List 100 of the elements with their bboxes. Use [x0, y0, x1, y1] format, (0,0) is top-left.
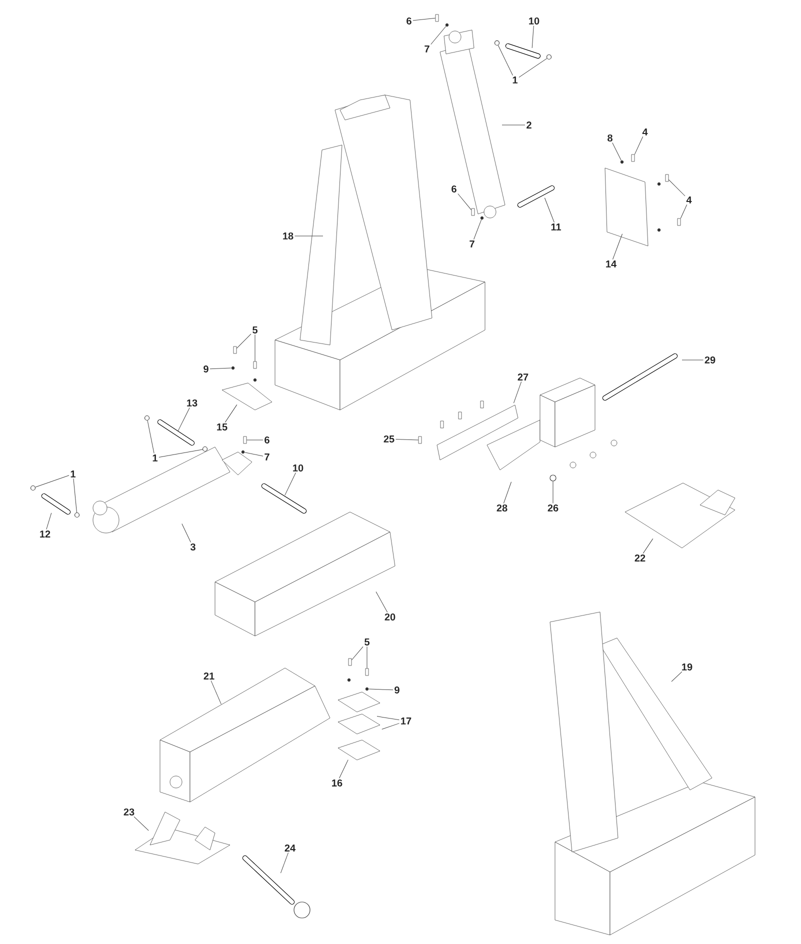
- callout-number: 28: [496, 504, 508, 512]
- leader-line: [73, 478, 77, 513]
- callout-number: 29: [704, 356, 716, 364]
- callout-number: 9: [204, 365, 208, 373]
- bolt: [253, 361, 257, 369]
- callout-number: 15: [217, 424, 228, 430]
- callout-number: 1: [152, 454, 158, 462]
- callout-number: 27: [518, 374, 528, 380]
- leader-line: [544, 198, 554, 223]
- leader-line: [46, 512, 52, 530]
- callout-number: 20: [384, 613, 396, 621]
- callout-number: 5: [364, 638, 370, 646]
- bolt: [665, 174, 669, 182]
- leader-line: [158, 449, 203, 458]
- leader-line: [502, 124, 526, 126]
- callout-number: 6: [406, 17, 412, 25]
- callout-number: 13: [187, 399, 198, 407]
- leader-line: [612, 142, 622, 161]
- ring: [550, 474, 556, 482]
- bolt: [471, 208, 475, 216]
- leader-line: [458, 193, 472, 210]
- callout-number: 8: [608, 134, 612, 142]
- leader-line: [498, 45, 513, 76]
- leader-line: [634, 136, 644, 155]
- leader-line: [366, 646, 368, 669]
- ring: [494, 40, 500, 46]
- leader-line: [430, 26, 446, 45]
- ring: [30, 485, 36, 491]
- bolt: [348, 658, 352, 666]
- bolt: [233, 346, 237, 354]
- washer: [480, 216, 484, 220]
- leader-line: [474, 219, 482, 240]
- ring: [74, 512, 80, 518]
- bolt: [631, 154, 635, 162]
- leader-line: [396, 438, 419, 440]
- leader-line: [376, 591, 388, 612]
- leader-line: [671, 671, 682, 682]
- ring: [202, 446, 208, 452]
- leader-line: [134, 816, 149, 831]
- washer: [445, 23, 449, 27]
- callout-number: 16: [332, 779, 342, 787]
- callout-number: 5: [252, 326, 258, 334]
- washer: [365, 687, 369, 691]
- leader-line: [182, 524, 191, 542]
- leader-line: [612, 234, 623, 260]
- leader-line: [518, 58, 548, 78]
- leader-line: [532, 25, 534, 48]
- washer: [231, 366, 235, 370]
- leader-line: [35, 475, 70, 488]
- bolt: [677, 218, 681, 226]
- callout-number: 10: [529, 17, 540, 25]
- callout-number: 6: [264, 436, 270, 444]
- ring: [144, 415, 150, 421]
- washer: [241, 450, 245, 454]
- leader-line: [351, 646, 364, 660]
- callout-number: 3: [190, 543, 196, 551]
- callout-number: 7: [470, 240, 474, 248]
- leader-line: [147, 420, 154, 454]
- callout-number: 1: [70, 470, 76, 478]
- leader-line: [210, 680, 222, 704]
- leader-line: [513, 381, 522, 404]
- bolt: [418, 436, 422, 444]
- leader-line: [642, 538, 654, 554]
- callout-number: 11: [551, 224, 562, 230]
- callout-number: 25: [384, 435, 394, 443]
- callout-number: 4: [642, 128, 648, 136]
- leader-line: [382, 723, 400, 730]
- leader-line: [412, 18, 436, 21]
- callout-number: 24: [284, 844, 296, 852]
- callout-number: 19: [682, 663, 692, 671]
- leader-line: [224, 404, 238, 423]
- callout-number: 22: [634, 554, 646, 562]
- washer: [620, 160, 624, 164]
- leader-line: [668, 179, 686, 196]
- callout-number: 10: [293, 464, 304, 472]
- leader-line: [178, 408, 190, 432]
- leader-line: [244, 452, 264, 456]
- leader-line: [552, 481, 554, 504]
- callout-number: 26: [548, 504, 558, 512]
- callout-number: 14: [606, 260, 616, 268]
- leader-line: [280, 852, 289, 874]
- callout-number: 4: [686, 196, 692, 204]
- callout-number: 6: [452, 185, 456, 193]
- callout-number: 23: [124, 808, 134, 816]
- leader-line: [236, 334, 252, 349]
- callout-number: 2: [526, 122, 532, 128]
- bolt: [365, 668, 369, 676]
- callout-number: 9: [394, 686, 400, 694]
- leader-line: [680, 204, 688, 219]
- leader-line: [368, 688, 394, 690]
- leader-line: [339, 760, 348, 778]
- bolt: [435, 14, 439, 22]
- callout-number: 21: [204, 672, 214, 680]
- callout-number: 7: [424, 46, 430, 52]
- leader-line: [210, 368, 232, 370]
- leader-line: [503, 482, 512, 504]
- leader-line: [254, 334, 256, 362]
- callout-number: 1: [512, 76, 518, 84]
- callout-number: 12: [40, 530, 50, 538]
- callout-number: 18: [283, 232, 294, 240]
